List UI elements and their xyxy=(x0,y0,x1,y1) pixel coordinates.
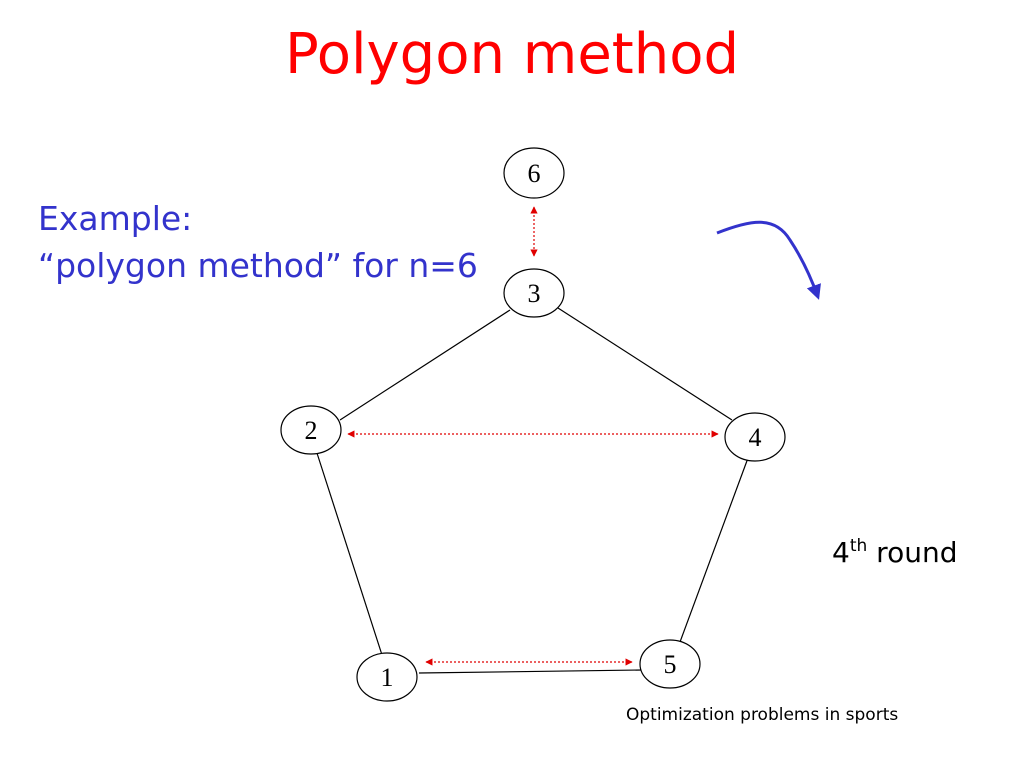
pairing-arrows xyxy=(347,206,719,666)
slide-title: Polygon method xyxy=(284,22,740,87)
rotation-arrow-icon xyxy=(716,220,821,300)
node-1: 1 xyxy=(356,652,418,702)
node-label: 2 xyxy=(305,416,318,445)
node-4: 4 xyxy=(724,412,786,462)
node-label: 3 xyxy=(528,279,541,308)
node-label: 5 xyxy=(664,650,677,679)
edge-4-5 xyxy=(679,457,749,643)
slide-footer: Optimization problems in sports xyxy=(626,705,899,725)
node-label: 1 xyxy=(381,663,394,692)
node-6: 6 xyxy=(503,147,565,199)
edge-1-5 xyxy=(418,669,643,674)
node-5: 5 xyxy=(639,639,701,689)
node-label: 6 xyxy=(528,159,541,188)
edge-3-2 xyxy=(339,309,511,421)
edge-3-4 xyxy=(557,307,733,421)
round-number: 4 xyxy=(832,536,850,569)
node-label: 4 xyxy=(749,423,762,452)
node-2: 2 xyxy=(280,405,342,455)
node-3: 3 xyxy=(503,268,565,318)
round-suffix: th xyxy=(849,536,868,556)
polygon-edges xyxy=(315,307,749,674)
edge-2-1 xyxy=(315,449,383,656)
example-label: Example: xyxy=(38,199,193,238)
example-text: Example: “polygon method” for n=6 xyxy=(38,195,478,289)
round-word: round xyxy=(867,536,958,569)
round-label: 4th round xyxy=(832,536,957,569)
example-description: “polygon method” for n=6 xyxy=(38,246,478,285)
